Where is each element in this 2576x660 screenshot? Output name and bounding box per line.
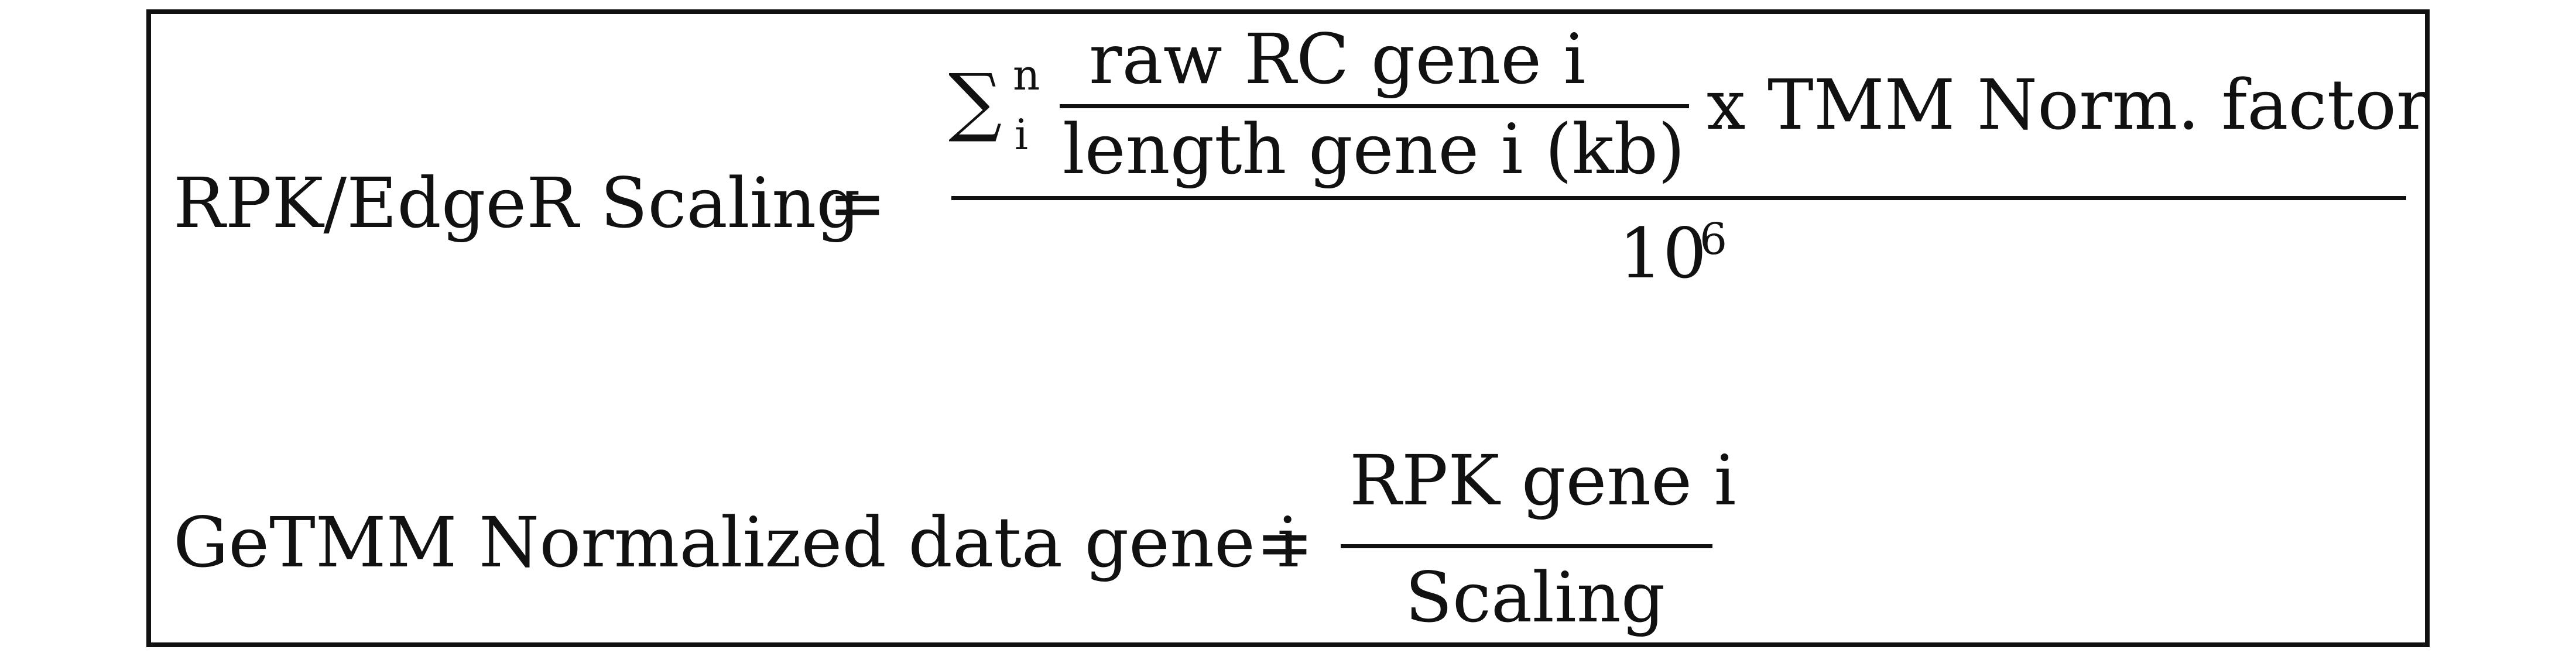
eq2-denominator: Scaling — [1405, 557, 1666, 638]
eq1-inner-fraction-bar — [1060, 104, 1689, 108]
eq2-equals: = — [1256, 502, 1314, 583]
eq2-lhs: GeTMM Normalized data gene i — [173, 502, 1300, 583]
eq1-lhs: RPK/EdgeR Scaling — [173, 163, 861, 243]
eq1-equals: = — [828, 163, 886, 243]
eq1-sum-upper: n — [1013, 50, 1040, 99]
eq2-fraction-bar — [1341, 544, 1712, 548]
eq1-outer-denominator-base: 10 — [1619, 213, 1707, 294]
eq1-outer-fraction-bar — [951, 196, 2406, 200]
eq1-sum-symbol: ∑ — [948, 58, 1002, 145]
eq1-inner-denominator: length gene i (kb) — [1063, 109, 1686, 190]
eq1-multiplier: x TMM Norm. factor — [1707, 64, 2430, 145]
eq2-numerator: RPK gene i — [1349, 440, 1736, 521]
eq1-sum-lower: i — [1015, 110, 1029, 159]
equation-frame — [146, 9, 2430, 647]
eq1-outer-denominator-exponent: 6 — [1700, 214, 1728, 264]
eq1-inner-numerator: raw RC gene i — [1089, 19, 1586, 99]
